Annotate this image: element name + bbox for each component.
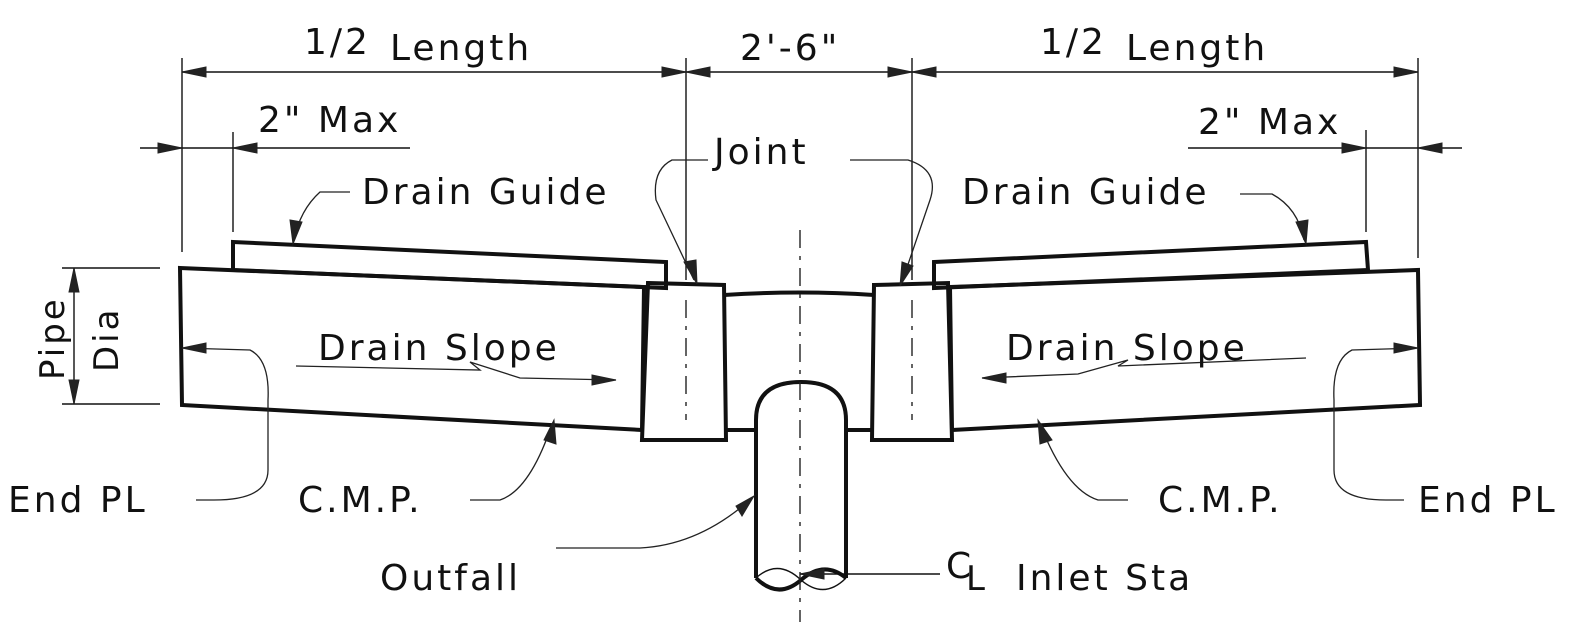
top-dimension-line: [181, 66, 1419, 78]
labels-top: 1/2 Length 2'-6" 1/2 Length 2" Max 2" Ma…: [258, 22, 1341, 213]
right-drain-slope-label: Drain Slope: [1006, 328, 1248, 369]
labels-middle: Drain Slope Drain Slope Pipe Dia: [33, 296, 1248, 380]
left-half-fraction: 1/2: [304, 22, 371, 63]
centerline: [799, 230, 940, 622]
left-drain-guide-label: Drain Guide: [362, 172, 610, 213]
right-max-gap-label: 2" Max: [1198, 102, 1341, 143]
left-joint-collar: [639, 280, 729, 442]
center-tee: [723, 290, 875, 432]
center-width-label: 2'-6": [740, 28, 840, 69]
outfall-label: Outfall: [380, 558, 521, 599]
left-half-length-label: Length: [390, 28, 532, 69]
labels-bottom: End PL C.M.P. C.M.P. End PL Outfall C L …: [8, 480, 1558, 599]
drain-slope-arrows: [295, 357, 1307, 386]
left-drain-guide: [231, 239, 668, 291]
joint-label: Joint: [712, 132, 809, 173]
right-half-fraction: 1/2: [1040, 22, 1107, 63]
left-drain-slope-label: Drain Slope: [318, 328, 560, 369]
extension-lines: [181, 58, 1419, 280]
pipe-label: Pipe: [33, 296, 73, 380]
right-half-length-label: Length: [1126, 28, 1268, 69]
leaders: [181, 159, 1419, 549]
centerline-subscript: L: [966, 559, 988, 599]
pipe-dia-dimension: [62, 267, 160, 405]
left-end-pl-label: End PL: [8, 480, 148, 521]
outfall-pipe: [754, 379, 848, 592]
max-dimension-lines: [140, 142, 1462, 154]
left-max-gap-label: 2" Max: [258, 100, 401, 141]
right-drain-guide-label: Drain Guide: [962, 172, 1210, 213]
right-cmp-pipe: [947, 267, 1423, 433]
right-end-pl-label: End PL: [1418, 480, 1558, 521]
centerline-symbol: C: [946, 546, 974, 587]
dia-label: Dia: [87, 307, 127, 372]
right-joint-collar: [869, 280, 955, 442]
left-cmp-label: C.M.P.: [298, 480, 423, 521]
right-cmp-label: C.M.P.: [1158, 480, 1283, 521]
inlet-station-label: Inlet Sta: [1016, 558, 1193, 599]
